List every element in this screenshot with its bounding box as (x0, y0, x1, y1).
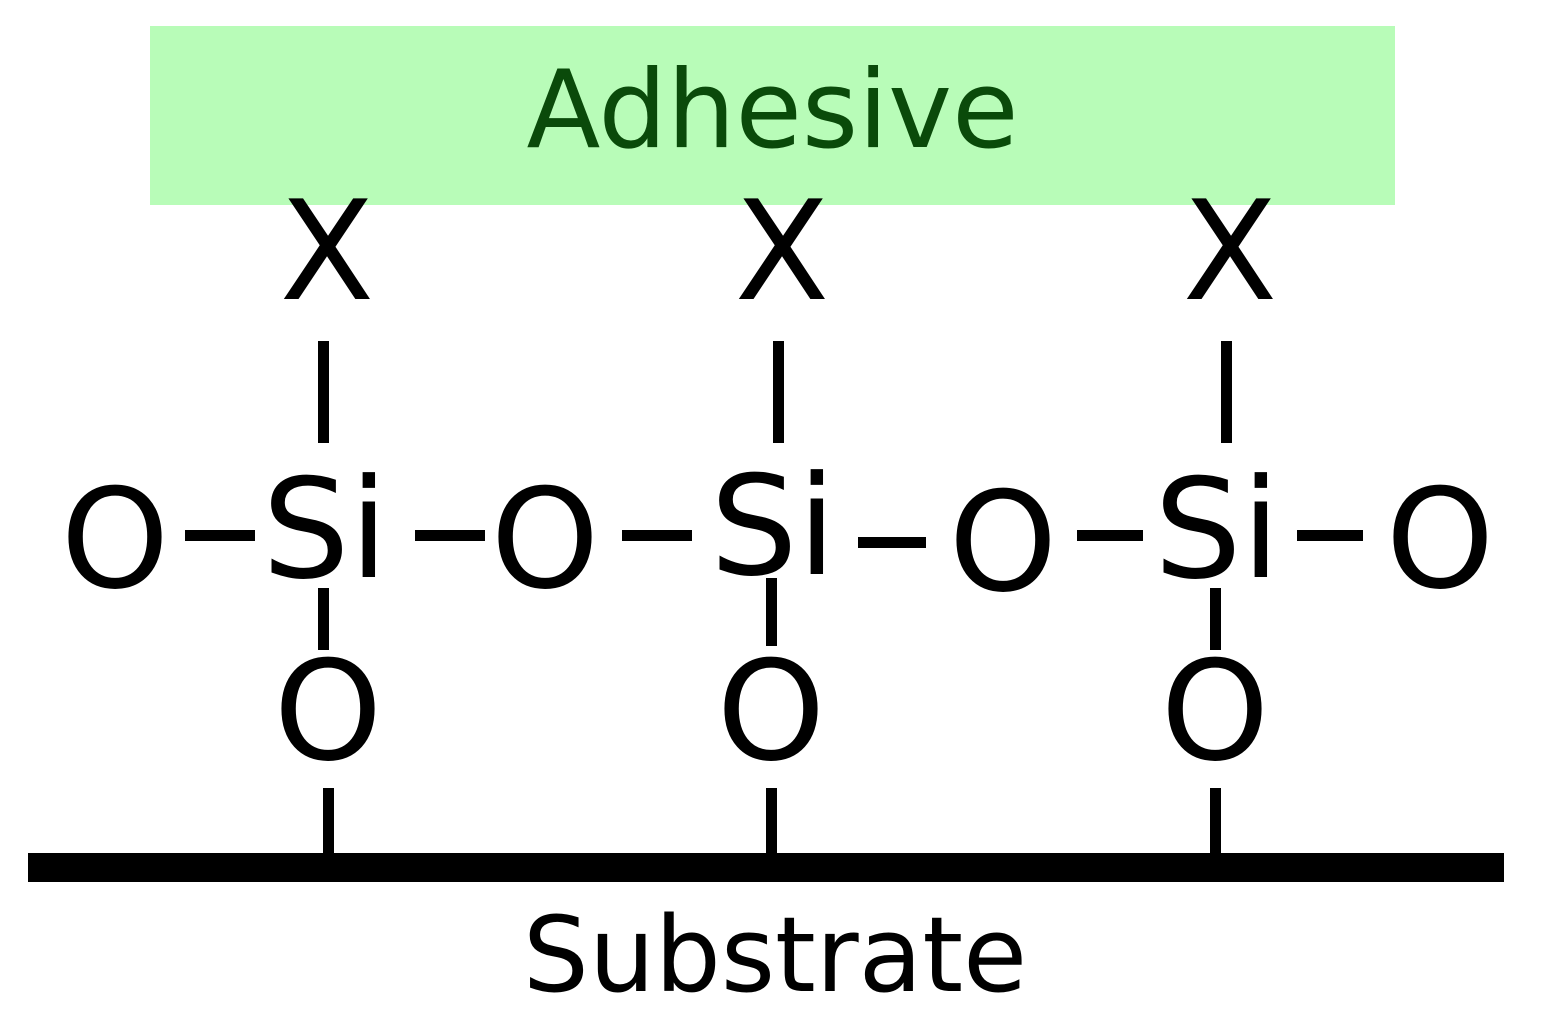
bond-si-o-down-2 (766, 578, 777, 646)
bond-o-si-3 (1077, 530, 1143, 541)
substrate-label: Substrate (522, 894, 1028, 1016)
bond-si-o-down-1 (318, 588, 329, 650)
oxygen-chain-3: O (948, 462, 1058, 623)
oxygen-bottom-3: O (1160, 631, 1270, 792)
bond-si-o-2 (858, 537, 926, 548)
silicon-atom-1: Si (262, 449, 388, 610)
bond-o-substrate-2 (766, 788, 777, 856)
silicon-atom-2: Si (710, 446, 836, 607)
x-group-3: X (1182, 171, 1278, 332)
bond-si-o-down-3 (1210, 588, 1221, 650)
bond-x-si-2 (773, 341, 784, 443)
bond-o-si-1 (185, 530, 255, 541)
silicon-atom-3: Si (1154, 449, 1280, 610)
adhesive-label: Adhesive (526, 47, 1019, 173)
bond-si-o-1 (415, 530, 485, 541)
bond-o-si-2 (622, 530, 692, 541)
oxygen-chain-4: O (1385, 459, 1495, 620)
bond-si-o-3 (1297, 530, 1363, 541)
substrate-surface (28, 853, 1504, 882)
oxygen-bottom-2: O (716, 631, 826, 792)
oxygen-chain-1: O (60, 459, 170, 620)
oxygen-chain-2: O (490, 459, 600, 620)
x-group-1: X (279, 171, 375, 332)
adhesive-layer: Adhesive (150, 26, 1395, 205)
bond-x-si-3 (1221, 341, 1232, 443)
bond-x-si-1 (318, 341, 329, 443)
oxygen-bottom-1: O (273, 631, 383, 792)
bond-o-substrate-3 (1210, 788, 1221, 856)
x-group-2: X (734, 171, 830, 332)
bond-o-substrate-1 (323, 788, 334, 856)
